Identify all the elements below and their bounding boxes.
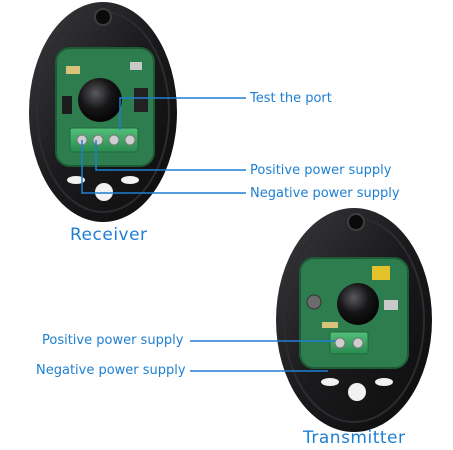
transmitter-bottom-hole (348, 383, 366, 401)
test-port-label: Test the port (250, 91, 332, 106)
transmitter-top-screw-hole (347, 213, 365, 231)
receiver-terminal-block (69, 127, 139, 153)
transmitter-title: Transmitter (303, 428, 406, 448)
transmitter-slot-left (321, 378, 339, 386)
receiver-negative-line (81, 140, 246, 194)
transmitter-pcb-component (372, 266, 390, 280)
receiver-pcb-component (66, 66, 80, 74)
receiver-unit (29, 2, 177, 222)
receiver-pcb-component (130, 62, 142, 70)
transmitter-positive-label: Positive power supply (42, 333, 184, 348)
receiver-negative-label: Negative power supply (250, 186, 400, 201)
receiver-bottom-hole (95, 183, 113, 201)
transmitter-slot-right (375, 378, 393, 386)
receiver-positive-label: Positive power supply (250, 163, 392, 178)
transmitter-terminal-block (329, 331, 369, 355)
receiver-title: Receiver (70, 225, 148, 245)
receiver-callouts (81, 97, 246, 194)
receiver-slot-right (121, 176, 139, 184)
transmitter-pcb-component (322, 322, 338, 328)
transmitter-unit (276, 208, 432, 432)
receiver-pcb-component (134, 88, 148, 112)
receiver-lens (78, 78, 122, 122)
receiver-positive-line (95, 140, 246, 171)
transmitter-callouts (190, 340, 335, 372)
transmitter-lens (337, 283, 379, 325)
receiver-top-screw-hole (94, 8, 112, 26)
transmitter-negative-label: Negative power supply (36, 363, 186, 378)
receiver-slot-left (67, 176, 85, 184)
receiver-terminal-screws (76, 134, 136, 146)
test-port-line (119, 97, 246, 130)
receiver-pcb-component (62, 96, 72, 114)
transmitter-pcb-component (384, 300, 398, 310)
transmitter-capacitor (306, 294, 322, 310)
transmitter-terminal-screws (334, 337, 364, 349)
